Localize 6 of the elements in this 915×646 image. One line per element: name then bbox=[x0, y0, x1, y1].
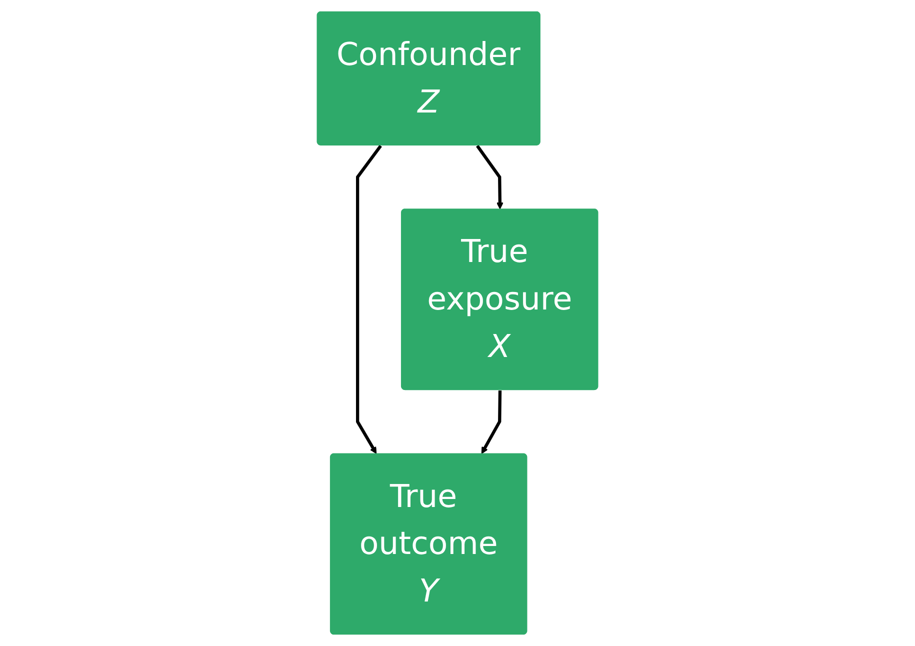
arrow bbox=[356, 144, 382, 454]
arrow bbox=[481, 390, 502, 454]
node-box: True outcome Y bbox=[330, 453, 528, 635]
node-box: True exposure X bbox=[400, 208, 598, 390]
node-box: Confounder Z bbox=[316, 11, 540, 146]
arrow bbox=[476, 144, 504, 210]
